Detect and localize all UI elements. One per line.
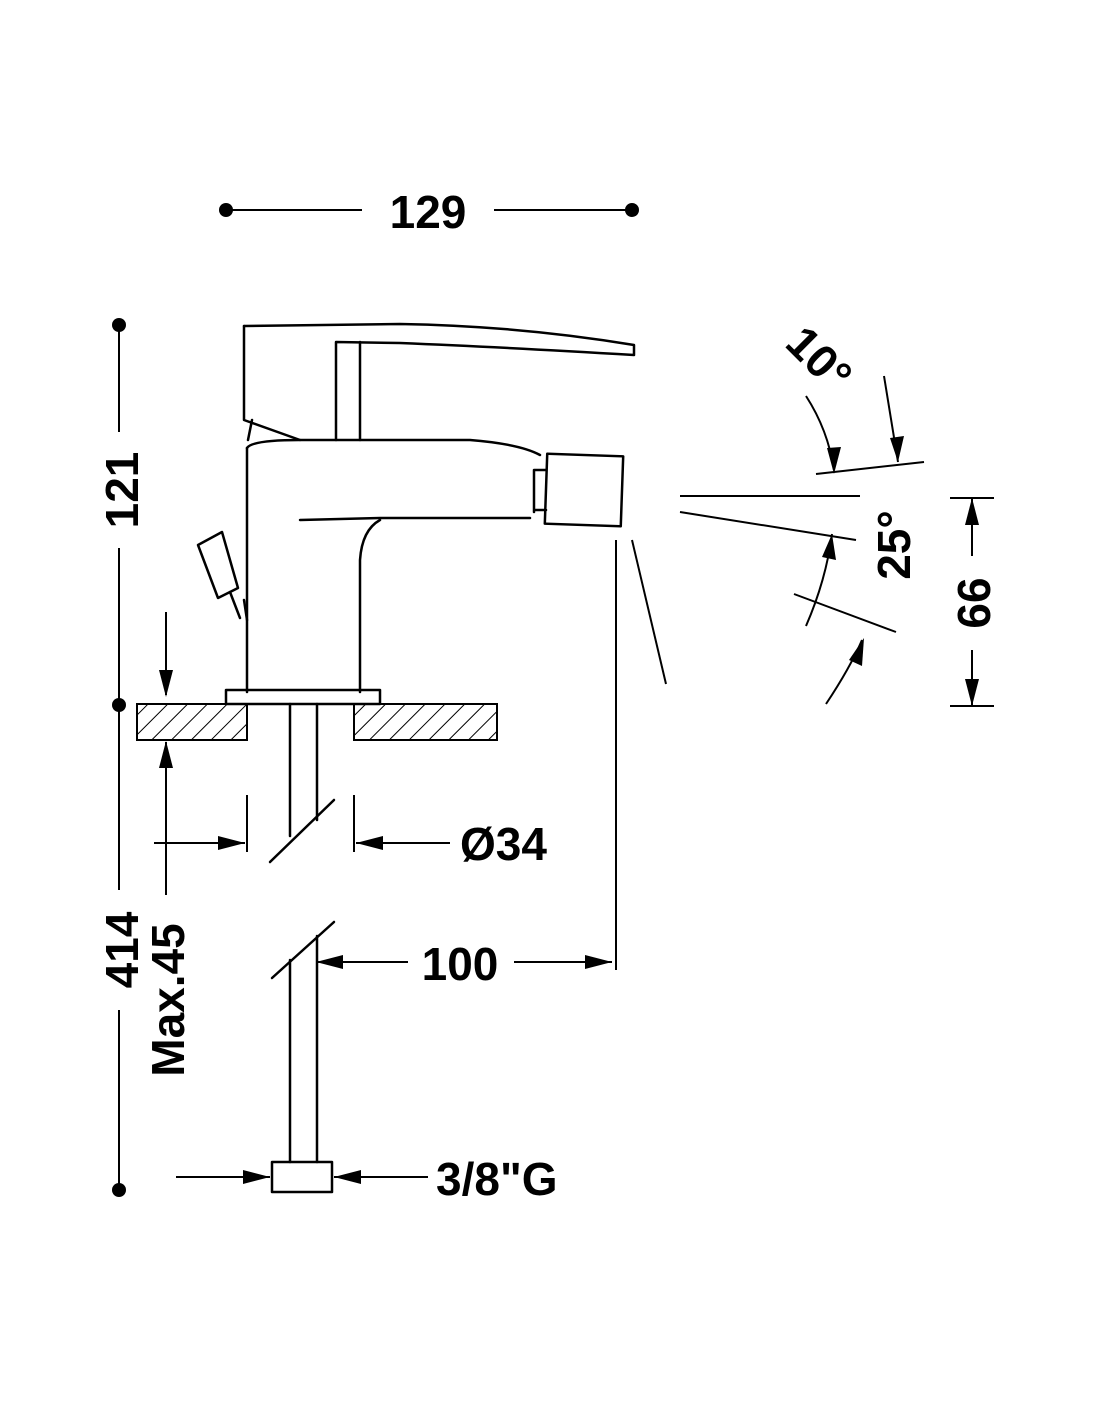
dimension-height-left: 121 414 bbox=[96, 318, 148, 1197]
label-connection: 3/8"G bbox=[436, 1153, 558, 1205]
label-reach-100: 100 bbox=[422, 938, 499, 990]
countertop-section bbox=[136, 703, 498, 741]
label-diameter-34: Ø34 bbox=[460, 818, 547, 870]
dimension-max-thickness: Max.45 bbox=[142, 612, 194, 1077]
label-angle-25: 25° bbox=[868, 510, 920, 580]
label-max-45: Max.45 bbox=[142, 923, 194, 1076]
label-angle-10: 10° bbox=[776, 316, 862, 402]
dimension-width-129: 129 bbox=[219, 186, 639, 238]
spray-angle-lines bbox=[631, 461, 925, 685]
dimension-nozzle-66: 66 bbox=[948, 497, 1000, 707]
dimension-reach-100: 100 bbox=[316, 540, 617, 990]
mixer-body bbox=[196, 322, 636, 706]
label-width-129: 129 bbox=[390, 186, 467, 238]
label-height-121: 121 bbox=[96, 452, 148, 529]
dimension-diameter-34: Ø34 bbox=[154, 795, 547, 870]
dimension-angle-25: 25° bbox=[793, 510, 920, 705]
label-height-414: 414 bbox=[96, 911, 148, 988]
label-nozzle-66: 66 bbox=[948, 577, 1000, 628]
dimension-angle-10: 10° bbox=[776, 316, 904, 474]
supply-pipe bbox=[268, 702, 336, 1194]
dimension-connection: 3/8"G bbox=[176, 1153, 558, 1205]
